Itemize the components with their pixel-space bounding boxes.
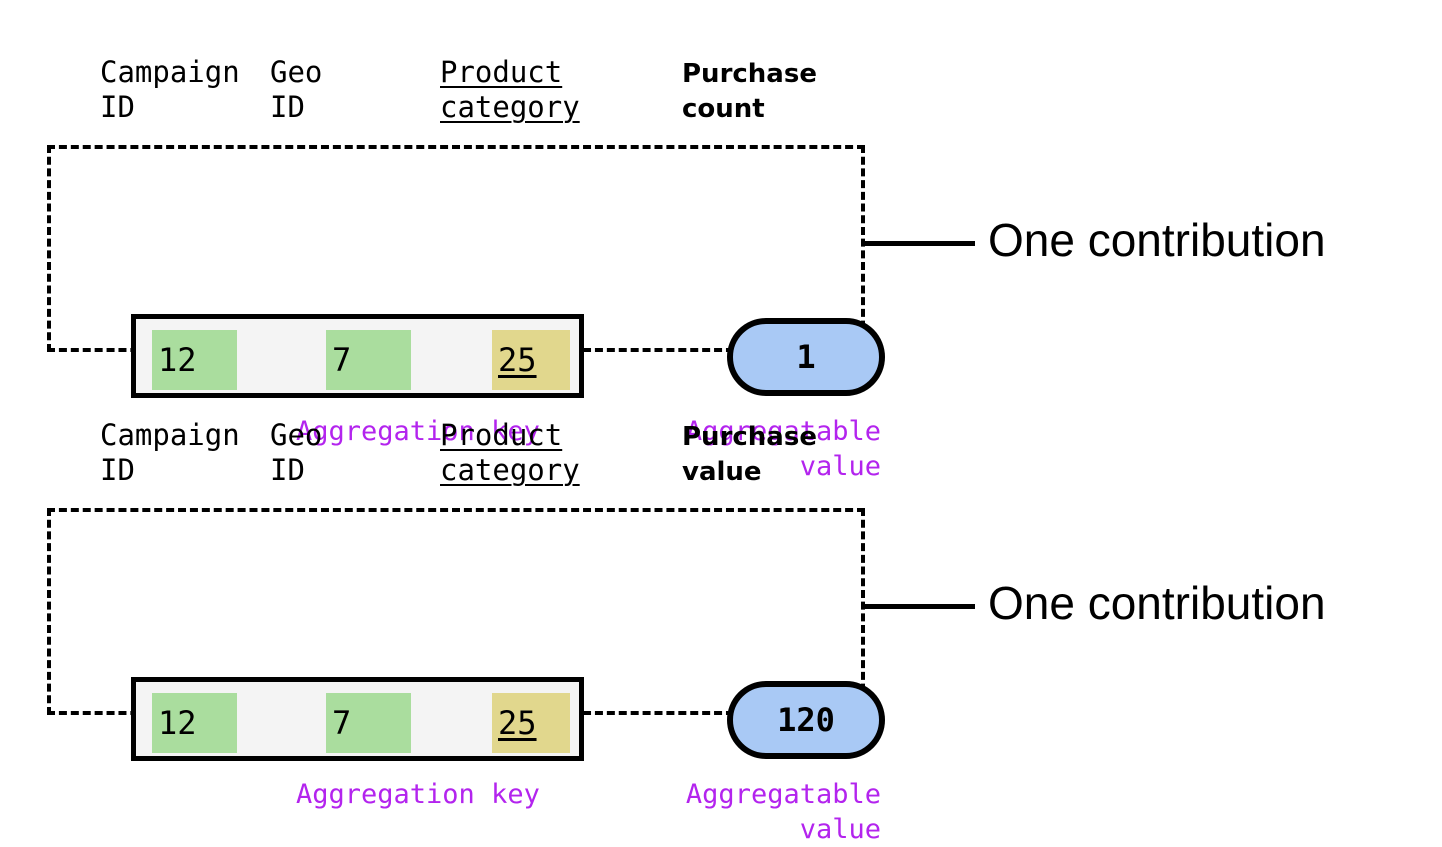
contribution-caption: One contribution <box>988 577 1326 629</box>
contribution-boundary: 12 7 25 120 Aggregation key Aggregatable… <box>47 508 885 845</box>
key-cell-campaign-id: 12 <box>152 693 237 753</box>
key-cell-product-category: 25 <box>492 693 570 753</box>
aggregation-key-box: 12 7 25 <box>131 677 584 761</box>
key-cell-campaign-id: 12 <box>152 330 237 390</box>
annotation-aggregatable-value: Aggregatable value <box>685 416 881 482</box>
key-cell-product-category: 25 <box>492 330 570 390</box>
aggregatable-value-pill: 1 <box>727 318 885 396</box>
annotation-aggregation-key: Aggregation key <box>296 779 540 810</box>
caption-leader-line <box>865 241 975 246</box>
aggregatable-value-pill: 120 <box>727 681 885 759</box>
contribution-caption: One contribution <box>988 214 1326 266</box>
key-cell-geo-id: 7 <box>326 693 411 753</box>
annotation-aggregatable-value: Aggregatable value <box>685 779 881 845</box>
aggregation-key-box: 12 7 25 <box>131 314 584 398</box>
key-cell-geo-id: 7 <box>326 330 411 390</box>
annotation-aggregation-key: Aggregation key <box>296 416 540 447</box>
caption-leader-line <box>865 604 975 609</box>
contribution-boundary: 12 7 25 1 Aggregation key Aggregatable v… <box>47 145 885 482</box>
